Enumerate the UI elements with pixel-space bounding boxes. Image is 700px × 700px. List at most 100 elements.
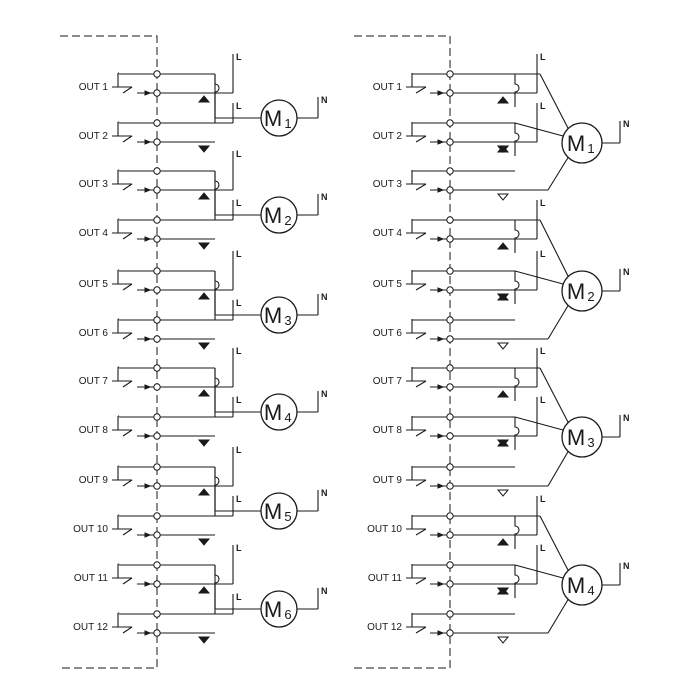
relay-contact: [415, 528, 427, 536]
terminal-output: [153, 138, 161, 146]
motor-number: 5: [284, 509, 291, 524]
contact-arrow-icon: [437, 532, 445, 538]
terminal-common: [446, 561, 454, 569]
motor-number: 2: [284, 213, 291, 228]
line-label: L: [236, 445, 242, 455]
output-label: OUT 8: [79, 425, 109, 436]
crossover-wire: [214, 271, 220, 314]
motor-lead-b: [514, 564, 564, 579]
motor-letter: M: [264, 499, 282, 524]
line-label: L: [236, 52, 242, 62]
direction-up-icon: [197, 586, 211, 594]
contact-arrow-icon: [437, 236, 445, 242]
relay-contact: [415, 479, 427, 487]
neutral-label: N: [321, 488, 328, 498]
terminal-common: [153, 216, 161, 224]
motor-lead-c: [547, 449, 570, 487]
contact-arrow-icon: [144, 236, 152, 242]
direction-down-icon: [496, 193, 510, 201]
output-label: OUT 9: [79, 475, 109, 486]
terminal-common: [153, 561, 161, 569]
line-label: L: [236, 149, 242, 159]
output-label: OUT 1: [79, 82, 109, 93]
line-label: L: [236, 395, 242, 405]
relay-contact: [415, 380, 427, 388]
motor-lead-c: [547, 155, 570, 191]
terminal-common: [153, 119, 161, 127]
neutral-label: N: [321, 389, 328, 399]
motor-lead-b: [514, 122, 564, 137]
line-label: L: [540, 198, 546, 208]
neutral-label: N: [321, 95, 328, 105]
direction-down-icon: [496, 439, 510, 447]
direction-down-icon: [197, 636, 211, 644]
terminal-common: [153, 512, 161, 520]
terminal-output: [446, 531, 454, 539]
contact-arrow-icon: [437, 483, 445, 489]
output-label: OUT 11: [74, 573, 109, 584]
terminal-output: [153, 235, 161, 243]
output-label: OUT 12: [367, 622, 402, 633]
direction-down-icon: [197, 242, 211, 250]
direction-up-icon: [496, 242, 510, 250]
relay-contact: [415, 626, 427, 634]
relay-contact: [415, 86, 427, 94]
relay-contact: [415, 577, 427, 585]
output-label: OUT 1: [373, 82, 403, 93]
contact-arrow-icon: [144, 433, 152, 439]
neutral-label: N: [623, 561, 630, 571]
output-label: OUT 7: [373, 376, 403, 387]
crossover-wire: [514, 271, 520, 304]
output-label: OUT 4: [373, 228, 403, 239]
terminal-output: [446, 235, 454, 243]
contact-arrow-icon: [437, 287, 445, 293]
motor-lead-c: [547, 303, 570, 340]
relay-contact: [122, 429, 133, 437]
line-label: L: [236, 543, 242, 553]
contact-arrow-icon: [437, 581, 445, 587]
crossover-wire: [214, 565, 220, 608]
relay-contact: [122, 283, 133, 291]
direction-down-icon: [496, 145, 510, 153]
crossover-wire: [514, 516, 520, 549]
line-label: L: [540, 249, 546, 259]
motor-lead-b: [514, 416, 564, 431]
terminal-common: [446, 413, 454, 421]
contact-arrow-icon: [437, 90, 445, 96]
output-label: OUT 3: [79, 179, 109, 190]
direction-up-icon: [496, 390, 510, 398]
terminal-output: [153, 383, 161, 391]
terminal-common: [446, 167, 454, 175]
direction-down-icon: [496, 587, 510, 595]
terminal-output: [153, 432, 161, 440]
output-label: OUT 6: [373, 328, 403, 339]
motor-number: 1: [284, 116, 291, 131]
output-label: OUT 3: [373, 179, 403, 190]
contact-arrow-icon: [144, 187, 152, 193]
terminal-common: [153, 267, 161, 275]
motor-letter: M: [264, 597, 282, 622]
terminal-output: [446, 186, 454, 194]
motor-number: 4: [587, 583, 594, 598]
contact-arrow-icon: [144, 384, 152, 390]
line-label: L: [540, 494, 546, 504]
crossover-wire: [514, 565, 520, 598]
terminal-common: [153, 463, 161, 471]
line-label: L: [236, 249, 242, 259]
direction-up-icon: [197, 389, 211, 397]
output-label: OUT 2: [373, 131, 403, 142]
line-label: L: [540, 346, 546, 356]
terminal-common: [153, 316, 161, 324]
terminal-output: [153, 629, 161, 637]
neutral-label: N: [321, 192, 328, 202]
line-label: L: [540, 52, 546, 62]
motor-lead-a: [539, 515, 570, 573]
direction-down-icon: [496, 293, 510, 301]
direction-down-icon: [197, 538, 211, 546]
contact-arrow-icon: [437, 433, 445, 439]
relay-contact: [122, 332, 133, 340]
motor-letter: M: [264, 303, 282, 328]
line-label: L: [236, 592, 242, 602]
